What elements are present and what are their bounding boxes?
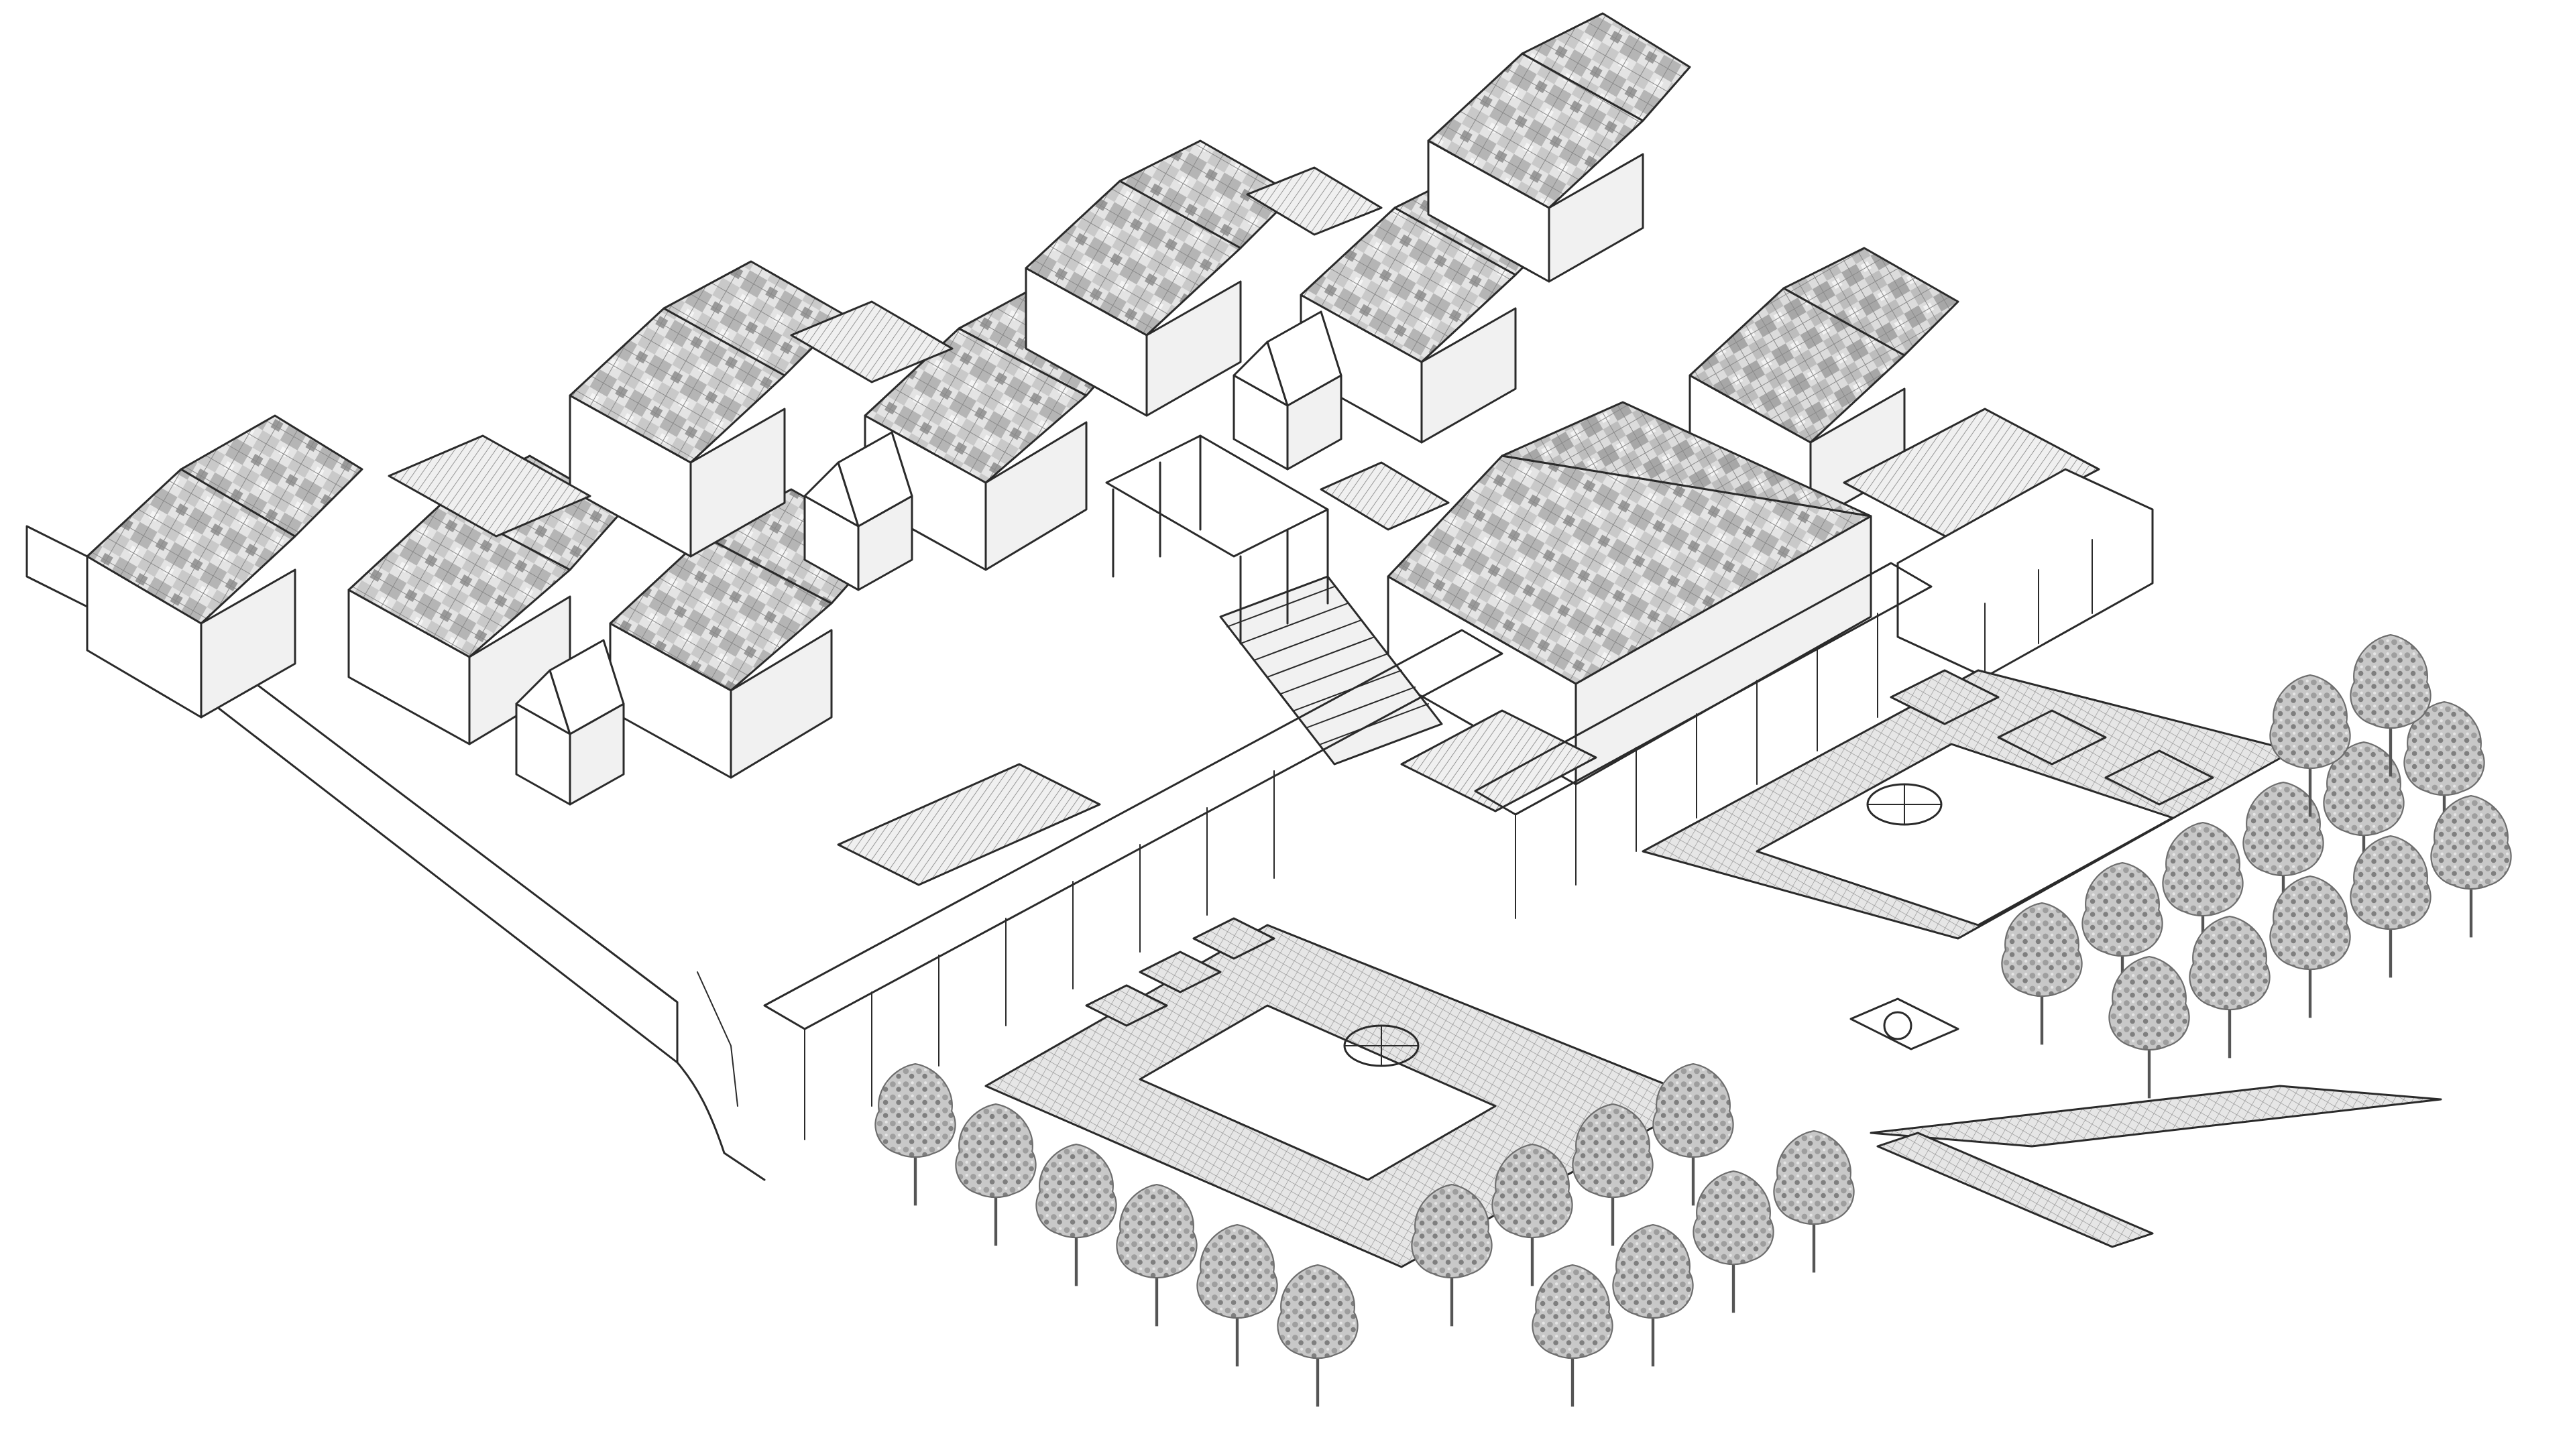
- gable-house: [347, 454, 625, 745]
- tree-icon: [1774, 1131, 1853, 1272]
- tree-icon: [2270, 876, 2350, 1018]
- tree-icon: [2109, 957, 2189, 1098]
- gable-house: [515, 639, 625, 806]
- gable-house: [1233, 310, 1342, 471]
- tree-icon: [2002, 903, 2081, 1044]
- tree-icon: [1572, 1104, 1652, 1246]
- tree-icon: [2350, 836, 2430, 977]
- tree-icon: [1197, 1225, 1277, 1366]
- gable-house: [86, 414, 363, 719]
- tree-icon: [1036, 1144, 1116, 1286]
- gable-house: [803, 431, 913, 591]
- gable-house: [569, 260, 846, 558]
- gable-house: [1025, 139, 1296, 417]
- pergola: [763, 629, 1503, 1140]
- tree-icon: [1117, 1185, 1196, 1326]
- pergola: [1474, 562, 1933, 919]
- tree-icon: [2431, 796, 2511, 937]
- pergola: [1105, 434, 1329, 645]
- tree-icon: [1492, 1144, 1572, 1286]
- tree-icon: [1693, 1171, 1773, 1313]
- tree-icon: [956, 1104, 1035, 1246]
- gable-house: [1689, 247, 1959, 524]
- tree-icon: [875, 1064, 955, 1205]
- gable-house: [1843, 408, 2154, 678]
- tree-icon: [1613, 1225, 1693, 1366]
- courtyard-pool: [1849, 997, 2442, 1248]
- tree-icon: [1412, 1185, 1491, 1326]
- tree-icon: [1532, 1265, 1612, 1406]
- courtyard-pool: [1642, 669, 2295, 940]
- tree-icon: [2189, 916, 2269, 1058]
- tree-icon: [1277, 1265, 1357, 1406]
- courtyard-pool: [388, 166, 1597, 886]
- gable-house: [1427, 12, 1691, 283]
